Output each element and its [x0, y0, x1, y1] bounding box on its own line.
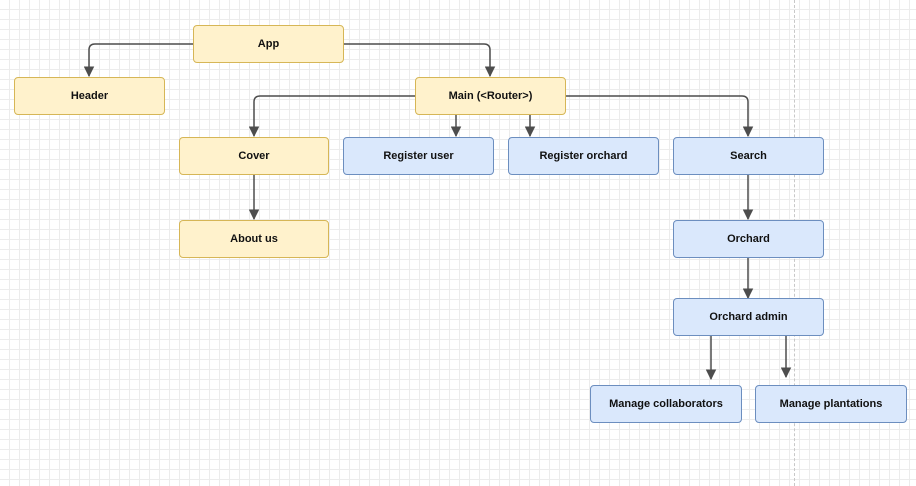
node-orchard[interactable]: Orchard [673, 220, 824, 258]
node-manage-collaborators[interactable]: Manage collaborators [590, 385, 742, 423]
edge-app-header [83, 43, 194, 78]
edge-main-cover [248, 95, 416, 138]
node-cover[interactable]: Cover [179, 137, 329, 175]
node-main-router[interactable]: Main (<Router>) [415, 77, 566, 115]
edge-main-search [565, 95, 754, 138]
node-about-us[interactable]: About us [179, 220, 329, 258]
edge-app-main [343, 43, 496, 78]
node-header[interactable]: Header [14, 77, 165, 115]
node-manage-plantations[interactable]: Manage plantations [755, 385, 907, 423]
node-register-orchard[interactable]: Register orchard [508, 137, 659, 175]
node-search[interactable]: Search [673, 137, 824, 175]
node-register-user[interactable]: Register user [343, 137, 494, 175]
node-app[interactable]: App [193, 25, 344, 63]
node-orchard-admin[interactable]: Orchard admin [673, 298, 824, 336]
